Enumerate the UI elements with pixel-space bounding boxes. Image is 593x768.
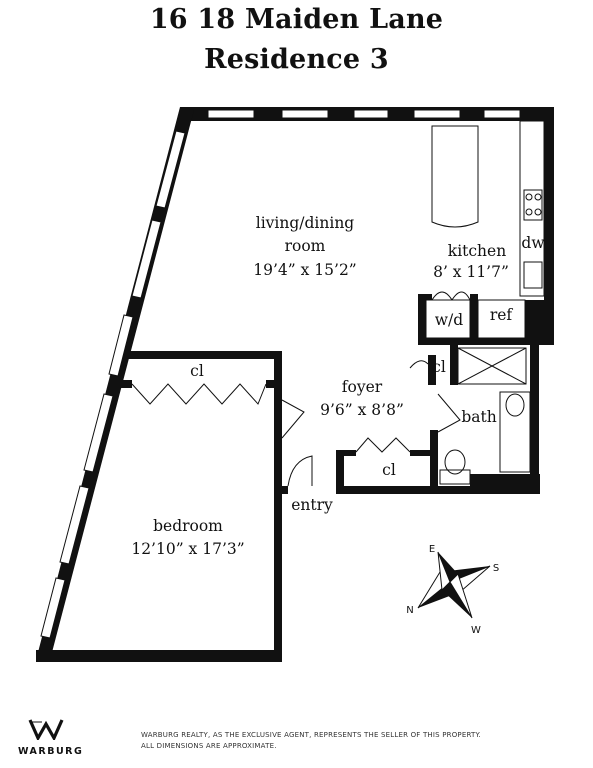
window [40,577,66,639]
foyer-closet-label: cl [382,461,396,479]
foyer-closet-top-left [336,450,356,456]
right-wall [544,107,554,345]
wd-wall-mid [470,294,478,345]
foyer-side-closet-label: cl [432,358,446,376]
bedroom-right-wall [274,351,282,662]
kitchen-fixtures [131,120,545,487]
living-name-1: living/dining [256,214,355,232]
living-size: 19’4” x 15’2” [253,261,356,279]
compass-arm [438,552,458,582]
shower [457,347,527,385]
bath-left-wall [430,430,438,490]
bedroom-closet-doors [131,383,267,405]
window [207,109,255,119]
vanity [499,391,531,473]
foyer-side-closet-door [409,360,429,369]
bedroom-size: 12’10” x 17’3” [131,540,244,558]
bedroom-closet-label: cl [190,362,204,380]
compass-e: E [429,544,435,555]
bath-door [437,393,461,433]
bedroom-door [281,399,305,439]
window [483,109,521,119]
entry-jamb [282,486,288,494]
dw-label: dw [521,234,545,252]
toilet-tank [439,469,471,485]
top-windows [207,109,521,119]
closet-wall-left [118,380,132,388]
foyer-name: foyer [342,378,383,396]
bottom-wall [36,650,282,662]
wd-wall-bottom [418,338,538,345]
closet-wall-right [266,380,280,388]
warburg-logo-mark [28,719,64,742]
wd-wall-top [418,294,432,300]
kitchen-island [431,125,479,228]
compass-arm [442,582,472,618]
wd-wall-left [418,294,426,345]
kitchen-size: 8’ x 11’7” [433,263,509,281]
disclaimer-line-1: WARBURG REALTY, AS THE EXCLUSIVE AGENT, … [141,731,481,739]
kitchen-name: kitchen [448,242,506,260]
foyer-closet-wall [428,355,436,385]
burner [525,208,533,216]
bedroom-top-wall [118,351,282,359]
window [413,109,461,119]
foyer-closet-left [336,450,344,494]
foyer-size: 9’6” x 8’8” [320,401,404,419]
compass-w: W [471,625,481,636]
bath-right-wall [530,338,539,474]
bath-label: bath [461,408,496,426]
wd-door-swing [431,291,453,301]
compass-s: S [493,563,499,574]
cooktop [523,189,543,221]
burner [534,208,542,216]
window [83,393,114,473]
foyer-closet-doors [355,437,411,453]
entry-door [287,455,313,487]
window [108,314,134,377]
foyer-closet-top-right [410,450,438,456]
living-name-2: room [285,237,326,255]
entry-label: entry [291,496,333,514]
bath-shower-wall [450,345,458,385]
warburg-logo: WARBURG [18,718,84,757]
wd-box [425,299,471,339]
kitchen-column [525,300,554,345]
disclaimer-line-2: ALL DIMENSIONS ARE APPROXIMATE. [141,742,277,750]
compass: E S N W [406,544,499,636]
shower-line [457,347,527,385]
compass-n: N [406,605,413,616]
window [281,109,329,119]
warburg-brand: WARBURG [18,746,84,757]
kitchen-counter [519,120,545,297]
disclaimer: WARBURG REALTY, AS THE EXCLUSIVE AGENT, … [141,730,481,752]
burner [525,193,533,201]
ref-label: ref [490,306,514,324]
window [131,219,162,299]
window [59,485,90,565]
window [155,130,186,209]
kitchen-sink [523,261,543,289]
diagonal-windows [40,130,186,639]
burner [534,193,542,201]
bath-sink [505,393,525,417]
address-title: 16 18 Maiden Lane [149,4,444,35]
residence-title: Residence 3 [204,44,389,75]
toilet-bowl [444,449,466,475]
foyer-bottom-wall [336,486,540,494]
bedroom-name: bedroom [153,517,223,535]
wd-label: w/d [435,311,463,329]
ref-box [477,299,526,339]
window [353,109,389,119]
wd-door-swing [451,291,471,301]
